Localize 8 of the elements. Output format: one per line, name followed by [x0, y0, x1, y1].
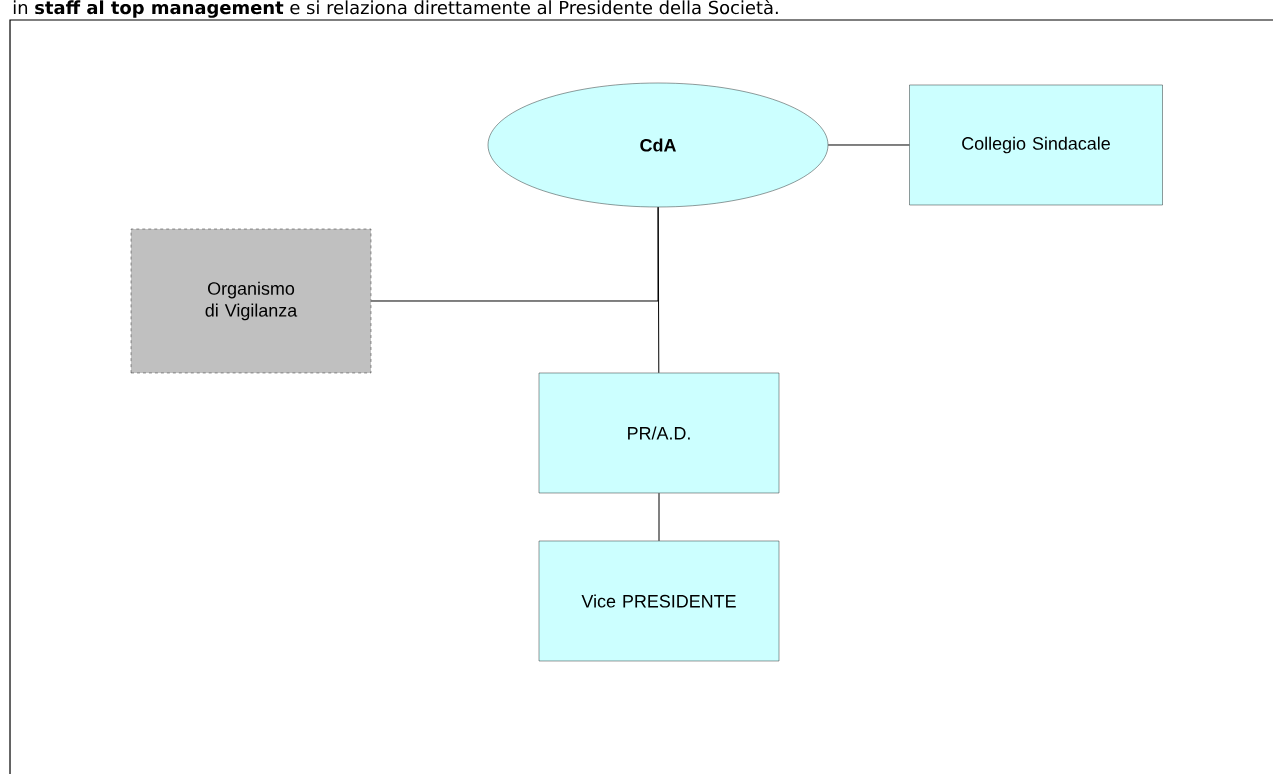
- caption: in staff al top management e si relaziona direttamente al Presidente della Società.: [13, 0, 778, 18]
- org-box: PR/A.D.: [538, 372, 780, 494]
- org-box: Vice PRESIDENTE: [538, 540, 780, 662]
- connector-line: [658, 492, 660, 542]
- org-box: Collegio Sindacale: [909, 84, 1163, 206]
- org-box: Organismo di Vigilanza: [130, 228, 372, 374]
- connector-line: [827, 144, 910, 146]
- connector-line: [370, 206, 659, 302]
